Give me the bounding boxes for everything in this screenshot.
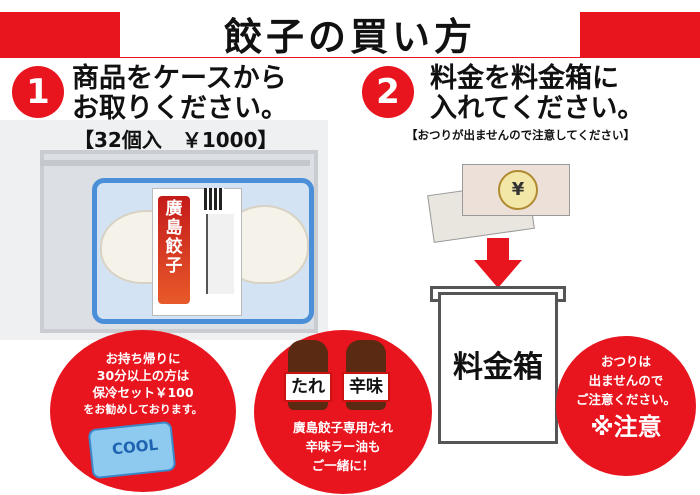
- step-1-number: 1: [12, 66, 64, 118]
- takeout-line3: 保冷セット￥100: [92, 385, 194, 400]
- step-1-line2: お取りください。: [72, 93, 288, 124]
- step-2-note: 【おつりが出ませんので注意してください】: [406, 128, 635, 142]
- money-box-label: 料金箱: [453, 350, 543, 385]
- shelf-rack: [40, 160, 310, 166]
- step-1-price: 【32個入 ￥1000】: [74, 128, 278, 152]
- badge-sauce: [254, 330, 432, 494]
- no-change-line2: 出ませんので: [588, 373, 664, 388]
- title-box: [120, 5, 580, 57]
- arrow-down-icon: [487, 238, 509, 262]
- badge-no-change: [556, 336, 696, 476]
- step-1-line1: 商品をケースから: [72, 63, 287, 94]
- no-change-line3: ご注意ください。: [575, 392, 676, 407]
- no-change-line1: おつりは: [600, 354, 651, 369]
- page-title: 餃子の買い方: [223, 15, 476, 59]
- money-box: [438, 292, 558, 444]
- step-2-line2: 入れてください。: [430, 93, 645, 124]
- takeout-line1: お持ち帰りに: [105, 351, 181, 366]
- sauce-line3: ご一緒に！: [311, 458, 375, 473]
- qr-code: [204, 188, 224, 210]
- sauce-label: たれ: [284, 372, 332, 402]
- label-detail: [206, 214, 234, 294]
- arrow-head: [474, 260, 522, 288]
- step-2-number: 2: [362, 66, 414, 118]
- yen-icon: ¥: [498, 170, 538, 210]
- takeout-line2: 30分以上の方は: [96, 368, 190, 383]
- chili-oil-label: 辛味: [342, 372, 390, 402]
- flame-graphic: [158, 196, 190, 304]
- no-change-emphasis: ※注意: [590, 413, 662, 441]
- product-brand: 廣島餃子: [165, 199, 183, 276]
- step-2-line1: 料金を料金箱に: [430, 63, 619, 94]
- sauce-line1: 廣島餃子専用たれ: [292, 420, 393, 435]
- takeout-line4: をお勧めしております。: [83, 403, 203, 416]
- sauce-line2: 辛味ラー油も: [305, 439, 381, 454]
